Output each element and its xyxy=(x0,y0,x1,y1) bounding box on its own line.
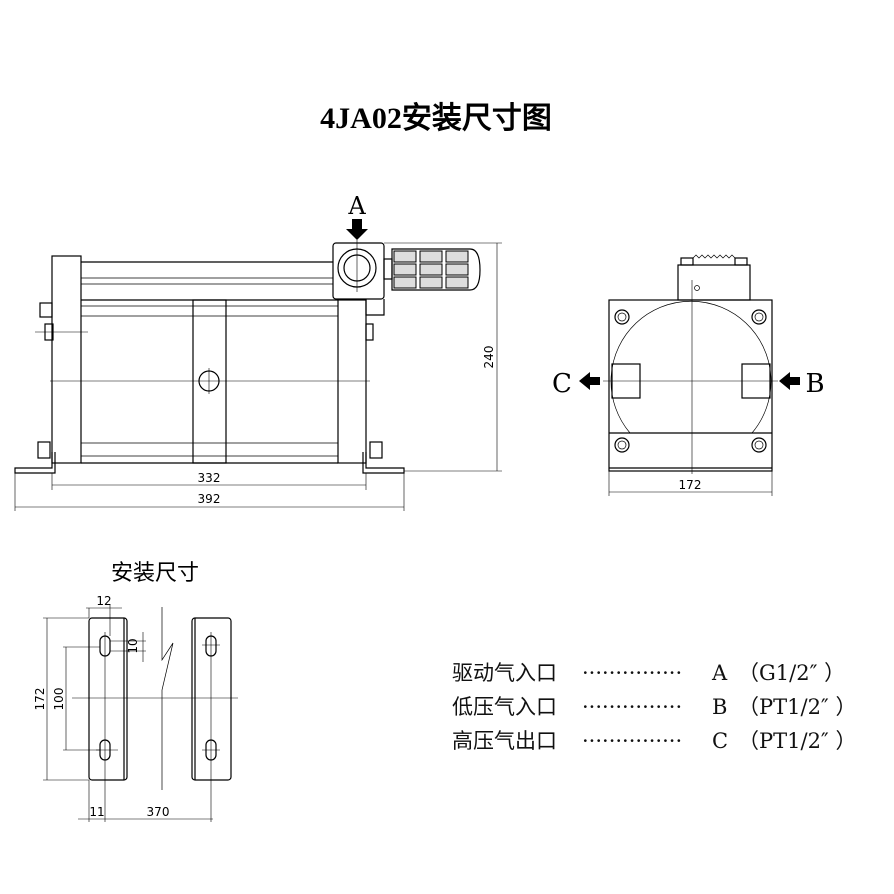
nut-icon xyxy=(39,302,53,318)
muffler xyxy=(391,248,481,291)
dim-392: 392 xyxy=(198,492,221,506)
svg-text:高压气出口: 高压气出口 xyxy=(452,729,557,753)
port-a-label: A xyxy=(347,192,366,220)
svg-text:（PT1/2″ ）: （PT1/2″ ） xyxy=(738,695,856,719)
right-end-plate xyxy=(337,299,367,464)
svg-text:···············: ··············· xyxy=(582,661,682,685)
arrow-left-icon xyxy=(779,372,800,390)
svg-text:（G1/2″ ）: （G1/2″ ） xyxy=(738,661,845,685)
legend-row-b: 低压气入口 ··············· B （PT1/2″ ） xyxy=(452,695,856,719)
nut-icon xyxy=(369,441,383,459)
svg-text:···············: ··············· xyxy=(582,695,682,719)
bolt-icon xyxy=(751,309,767,325)
drawing-title: 4JA02安装尺寸图 xyxy=(320,102,552,135)
svg-text:A: A xyxy=(711,661,728,685)
svg-text:低压气入口: 低压气入口 xyxy=(452,695,557,719)
dim-370: 370 xyxy=(147,805,170,819)
svg-text:C: C xyxy=(712,729,728,753)
dim-12: 12 xyxy=(96,594,111,608)
svg-text:（PT1/2″ ）: （PT1/2″ ） xyxy=(738,729,856,753)
legend-row-a: 驱动气入口 ··············· A （G1/2″ ） xyxy=(452,661,845,685)
port-b xyxy=(741,363,771,399)
bolt-icon xyxy=(614,309,630,325)
front-view: A 240 332 392 xyxy=(14,192,502,511)
dim-172: 172 xyxy=(679,478,702,492)
side-view: C B 172 xyxy=(552,254,825,496)
legend-row-c: 高压气出口 ··············· C （PT1/2″ ） xyxy=(452,729,856,753)
port-c-label: C xyxy=(552,369,572,399)
bolt-icon xyxy=(614,437,630,453)
nut-icon xyxy=(37,441,51,459)
dim-11: 11 xyxy=(89,805,104,819)
mounting-title: 安装尺寸 xyxy=(111,561,199,586)
svg-text:B: B xyxy=(712,695,727,719)
port-c xyxy=(611,363,641,399)
dim-240: 240 xyxy=(482,346,496,369)
middle-support xyxy=(192,299,227,464)
dim-10: 10 xyxy=(126,638,140,653)
port-b-label: B xyxy=(805,369,824,399)
svg-text:···············: ··············· xyxy=(582,729,682,753)
dim-172: 172 xyxy=(33,688,47,711)
dim-332: 332 xyxy=(198,471,221,485)
arrow-down-icon xyxy=(346,219,368,240)
nut-icon xyxy=(365,323,374,341)
arrow-left-icon xyxy=(579,372,600,390)
left-end-plate xyxy=(51,255,82,464)
mounting-view: 安装尺寸 172 100 12 10 11 370 xyxy=(33,561,238,822)
bolt-icon xyxy=(751,437,767,453)
dim-100: 100 xyxy=(52,688,66,711)
port-legend: 驱动气入口 ··············· A （G1/2″ ） 低压气入口 ·… xyxy=(452,661,856,753)
svg-text:驱动气入口: 驱动气入口 xyxy=(452,661,557,685)
